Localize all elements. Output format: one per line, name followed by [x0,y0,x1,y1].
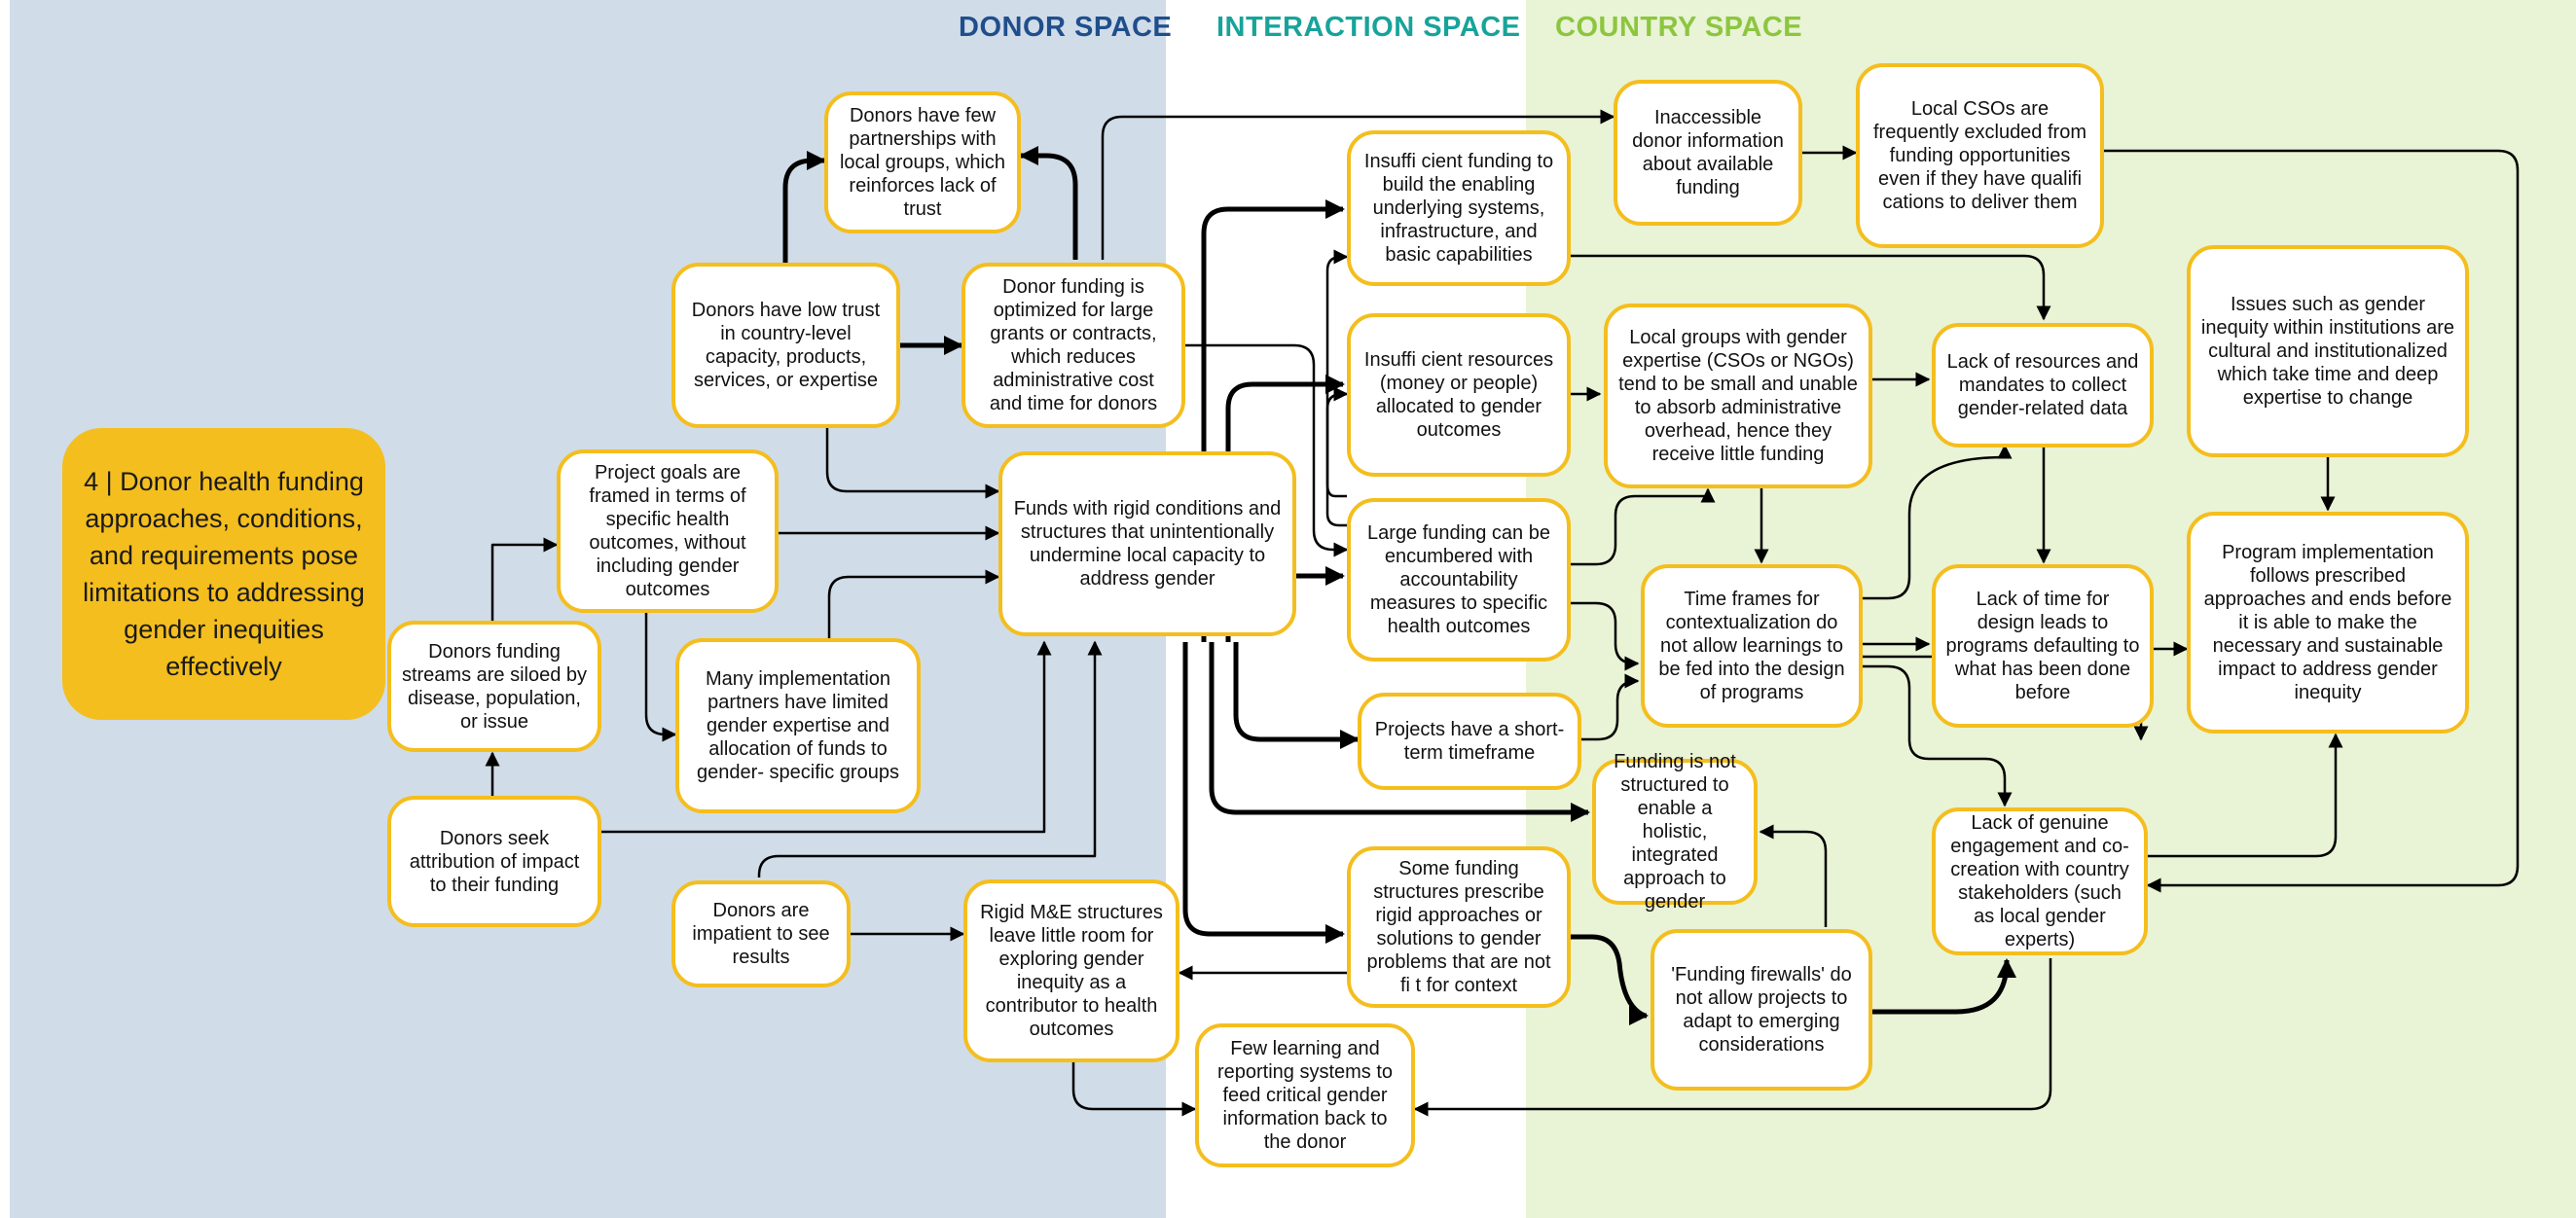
node-insufficient-resources: Insuffi cient resources (money or people… [1347,313,1571,477]
node-optimized-funding: Donor funding is optimized for large gra… [961,263,1185,428]
node-prescribe: Some funding structures prescribe rigid … [1347,846,1571,1008]
node-project-goals: Project goals are framed in terms of spe… [557,449,779,613]
node-impatient: Donors are impatient to see results [671,880,851,987]
node-time-frames: Time frames for contextualization do not… [1641,564,1863,728]
edge-engagement-programimpl [2148,733,2343,858]
edge-firewalls-notstructured [1759,824,1828,927]
interaction-space-title: INTERACTION SPACE [1216,12,1521,43]
node-lack-engagement: Lack of genuine engagement and co-creati… [1932,807,2148,955]
node-siloed: Donors funding streams are siloed by dis… [387,621,601,752]
node-large-funding: Large funding can be encumbered with acc… [1347,498,1571,662]
node-insufficient-funding: Insuffi cient funding to build the enabl… [1347,130,1571,286]
donor-space-title: DONOR SPACE [959,12,1173,43]
edge-short-timeframes [1581,673,1640,741]
node-short-timeframe: Projects have a short- term timeframe [1358,693,1581,790]
edge-optimized-fewpartnerships [1019,146,1078,260]
edge-timeframes-engagement [1863,664,2013,807]
node-inaccessible: Inaccessible donor information about ava… [1614,80,1802,226]
node-lack-resources: Lack of resources and mandates to collec… [1932,323,2154,448]
edge-large-timeframes [1571,601,1640,671]
edge-lowtrust-funds [825,425,1000,499]
edge-siloed-goals [490,537,559,637]
edge-funds-resources [1225,375,1345,642]
node-few-learning: Few learning and reporting systems to fe… [1195,1023,1415,1167]
edge-funds-insuffunding [1201,199,1345,642]
node-funding-firewalls: 'Funding firewalls' do not allow project… [1651,929,1872,1091]
node-program-implementation: Program implementation follows prescribe… [2187,512,2469,734]
edge-csos-engagement [2104,149,2520,893]
edge-attribution-funds [600,640,1052,834]
edge-optimized-inaccessible [1101,109,1615,260]
edge-funds-prescribe [1182,642,1345,944]
node-issues-cultural: Issues such as gender inequity within in… [2187,245,2469,457]
node-lack-time: Lack of time for design leads to program… [1932,564,2154,728]
edge-lowtrust-fewpartnerships [782,151,826,263]
edge-large-resources [1325,386,1349,527]
node-rigid-funds: Funds with rigid conditions and structur… [998,451,1296,636]
diagram-title-box: 4 | Donor health funding approaches, con… [62,428,385,720]
edge-impatient-funds [757,640,1103,878]
node-low-trust: Donors have low trust in country-level c… [671,263,900,428]
node-few-partnerships: Donors have few partnerships with local … [824,91,1021,233]
node-attribution: Donors seek attribution of impact to the… [387,796,601,927]
country-space-title: COUNTRY SPACE [1555,12,1803,43]
edge-large-insuffunding [1325,249,1349,498]
edge-timeframes-lackres [1863,444,2013,600]
node-local-groups: Local groups with gender expertise (CSOs… [1604,304,1872,488]
edge-funds-notstructured [1209,642,1590,822]
node-many-partners: Many implementation partners have limite… [675,638,921,813]
edge-rigidme-learning [1071,1062,1197,1117]
node-csos-excluded: Local CSOs are frequently excluded from … [1856,63,2104,248]
edge-goals-partners [644,613,677,742]
edge-prescribe-firewalls [1571,934,1649,1025]
edge-engagement-learning [1413,958,2052,1117]
edge-partners-funds [827,569,1000,638]
edge-insuffunding-lackres [1571,254,2051,321]
node-rigid-me: Rigid M&E structures leave little room f… [963,879,1179,1062]
edge-funds-short [1233,642,1360,749]
node-not-structured: Funding is not structured to enable a ho… [1592,751,1758,913]
edge-firewalls-engagement [1872,958,2016,1015]
edge-large-localgroups [1571,487,1716,566]
edge-optimized-large [1185,343,1349,557]
